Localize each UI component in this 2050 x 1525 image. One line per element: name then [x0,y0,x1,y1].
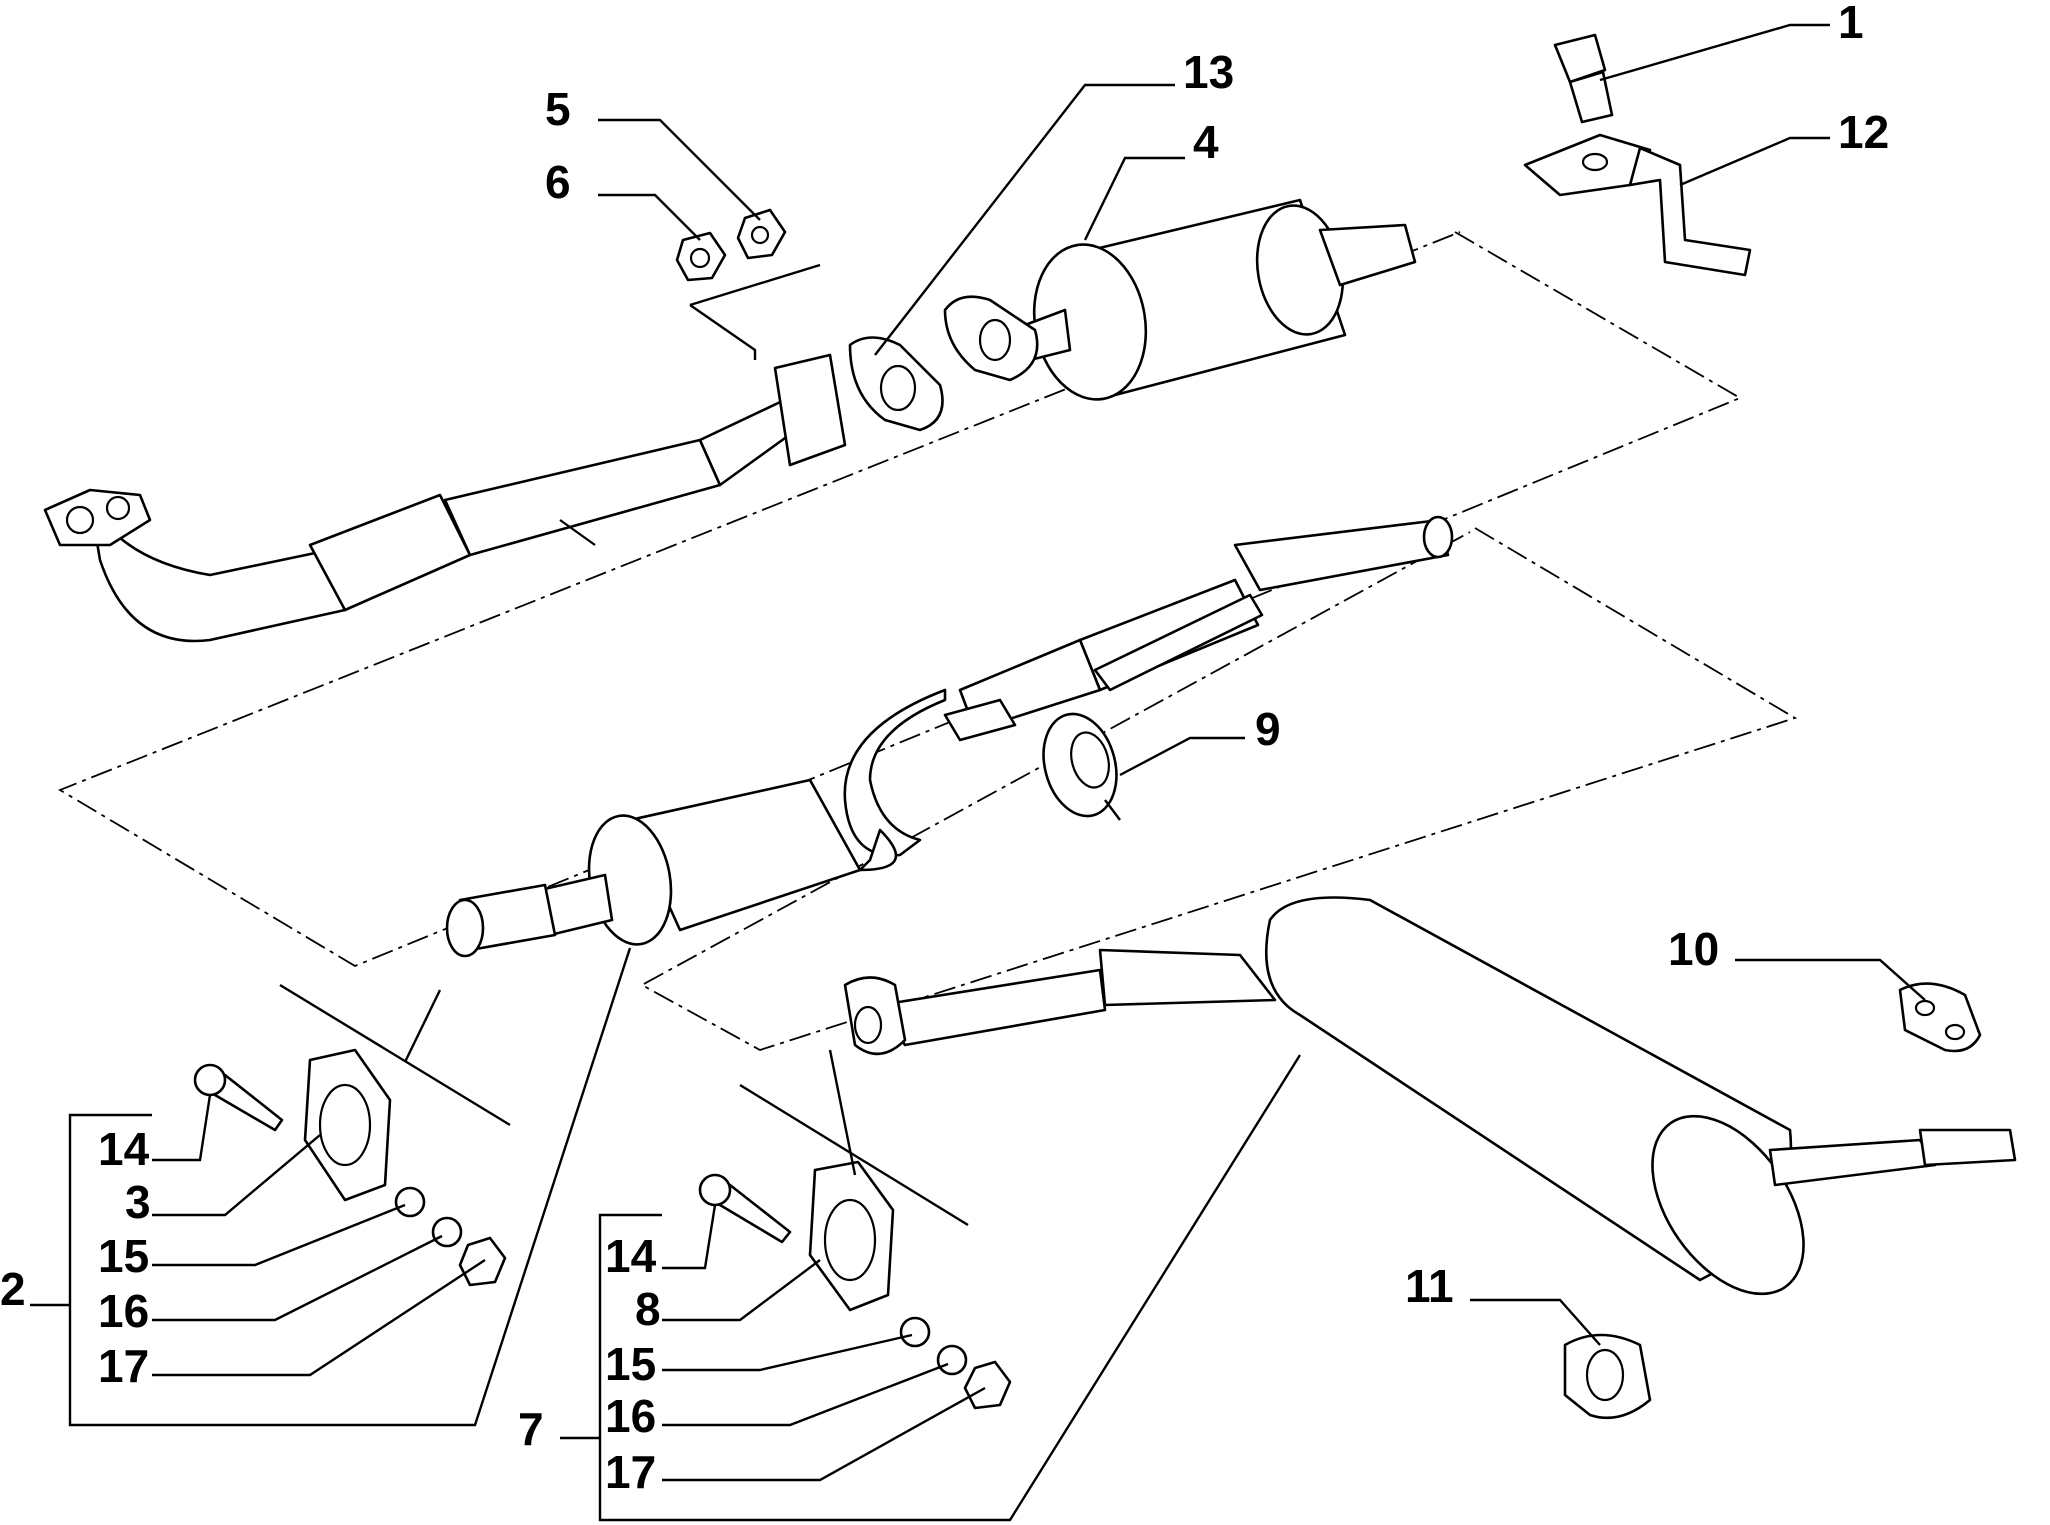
label-group2-17: 17 [605,1446,656,1498]
nut-5 [736,208,787,260]
label-1: 1 [1838,0,1864,48]
nut-6 [675,231,727,282]
rubber-hanger-9 [1042,712,1121,821]
label-5: 5 [545,83,571,135]
label-6: 6 [545,156,571,208]
clamp-set-2 [193,1048,507,1287]
label-group1-17: 17 [98,1340,149,1392]
middle-pipe-resonator [445,515,1454,958]
label-11: 11 [1405,1260,1454,1312]
assembly-outline-lower [640,527,1798,1051]
label-3: 3 [125,1176,151,1228]
rubber-hanger-11 [1563,1333,1652,1420]
label-group1-16: 16 [98,1285,149,1337]
label-13: 13 [1183,46,1234,98]
label-group1-14: 14 [98,1123,150,1175]
label-7: 7 [518,1403,544,1455]
rear-pipe [843,948,1277,1056]
label-8: 8 [635,1283,661,1335]
label-10: 10 [1668,923,1719,975]
bolt-1 [1553,33,1614,124]
rubber-hanger-10 [1898,982,1982,1053]
label-9: 9 [1255,703,1281,755]
front-pipe [43,353,847,643]
label-4: 4 [1193,116,1219,168]
label-group1-15: 15 [98,1230,149,1282]
label-2: 2 [0,1263,26,1315]
label-group2-16: 16 [605,1390,656,1442]
clamp-set-7 [698,1160,1012,1410]
mounting-bracket [1523,133,1752,277]
label-group2-15: 15 [605,1338,656,1390]
callout-labels: 1 12 13 4 5 6 9 10 11 2 14 3 15 16 17 7 … [0,0,1889,1498]
assembly-outline-upper [57,231,1743,968]
catalytic-converter [943,198,1417,401]
guide-lines [279,263,969,1227]
rear-silencer [1264,896,2017,1296]
label-12: 12 [1838,106,1889,158]
label-group2-14: 14 [605,1230,657,1282]
leader-lines [30,23,1926,1522]
flange-gasket [848,336,944,432]
